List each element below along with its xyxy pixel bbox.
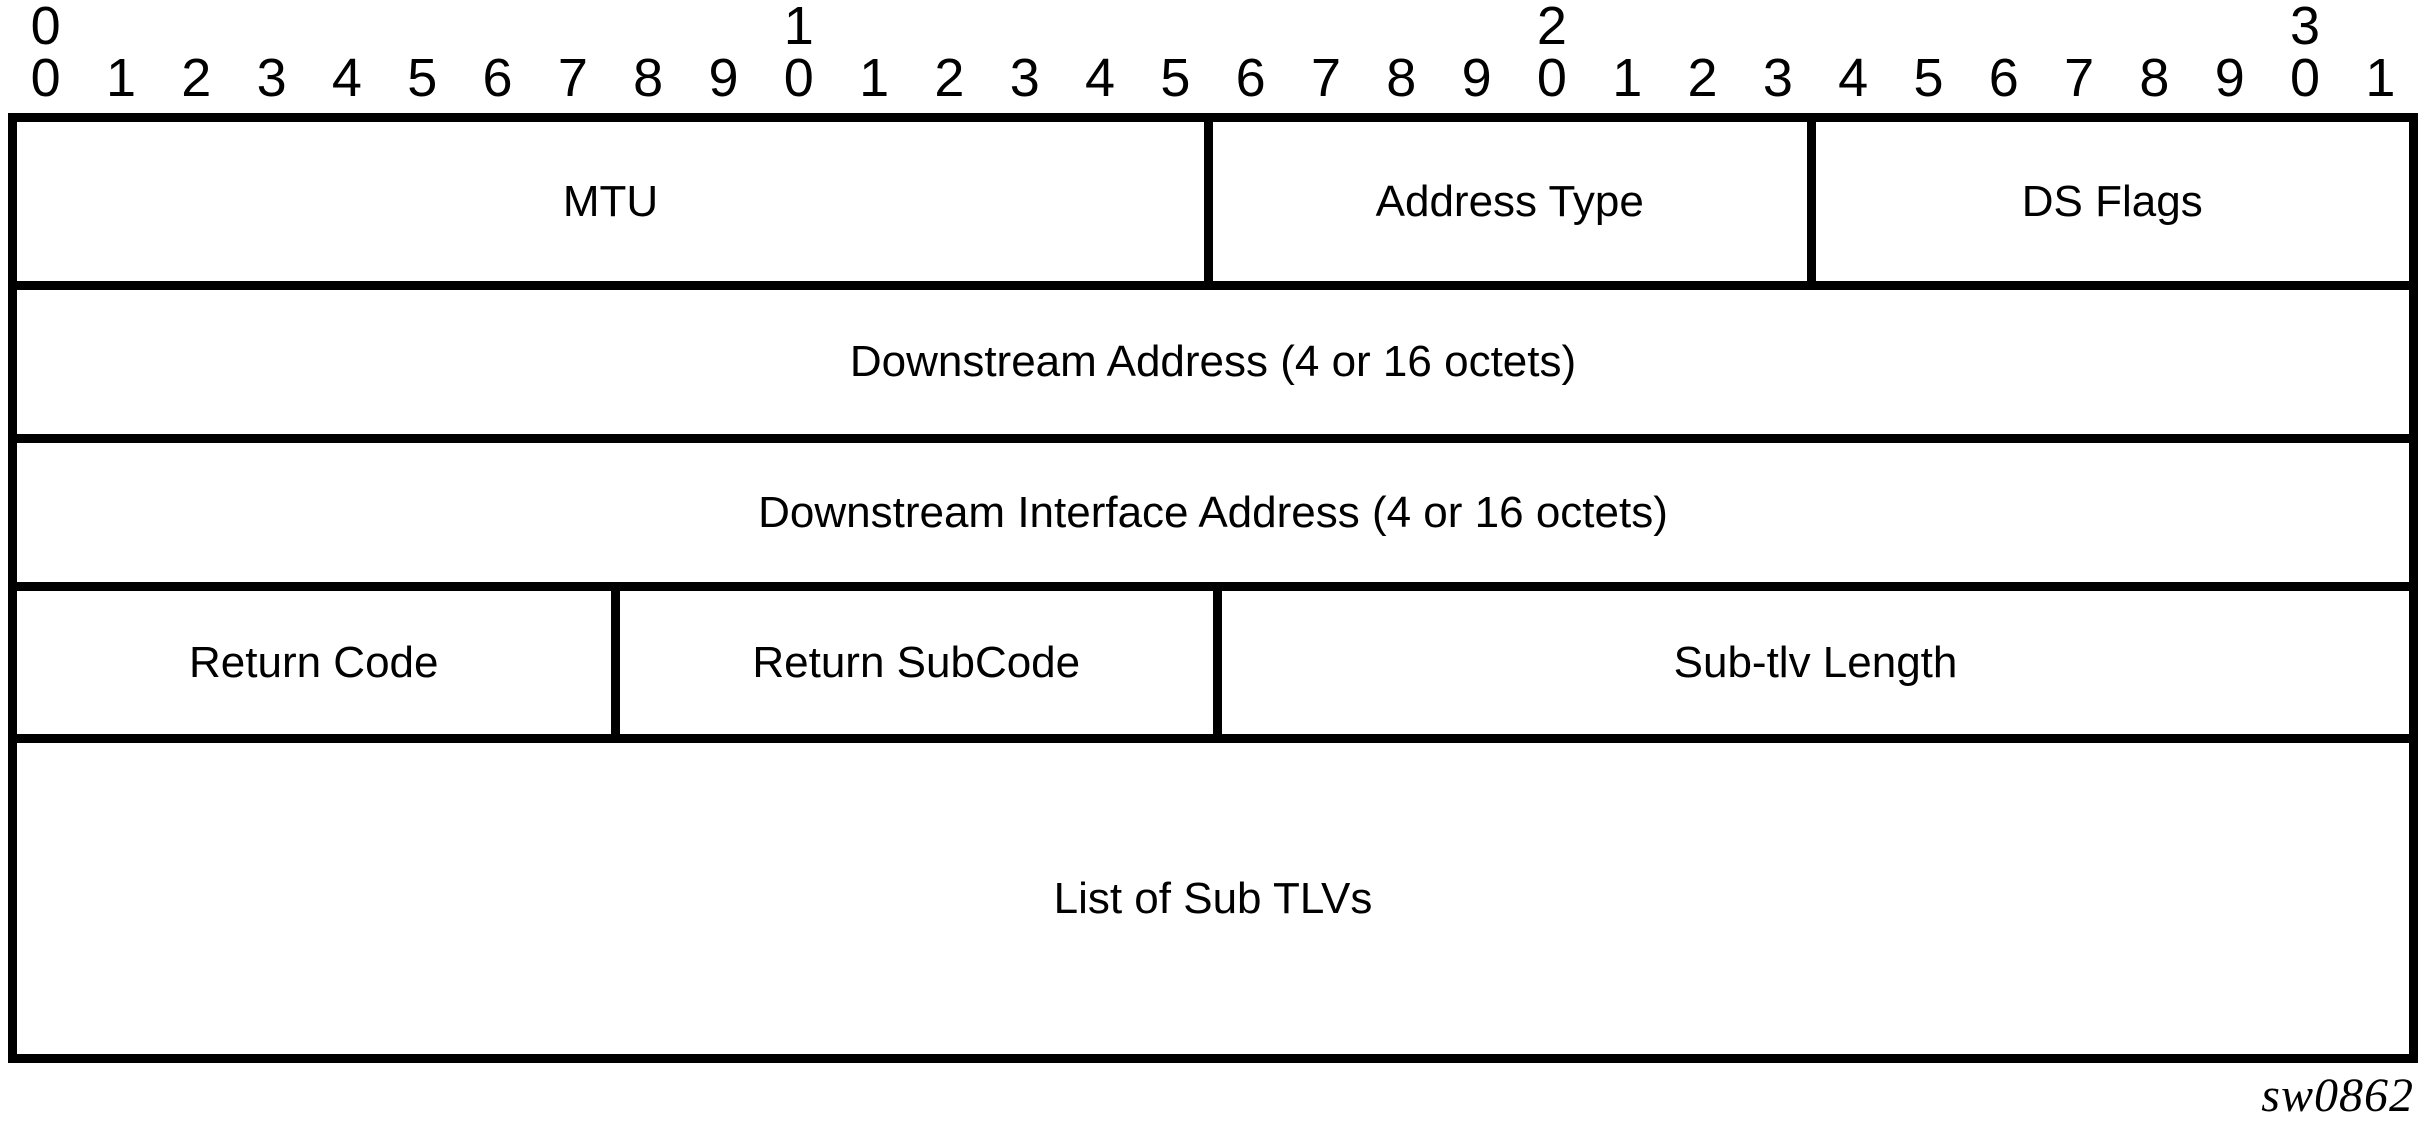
field-label: Sub-tlv Length (1673, 637, 1958, 687)
bit-ruler-unit-21: 1 (1612, 48, 1643, 108)
field-label: List of Sub TLVs (1053, 873, 1373, 923)
bit-ruler-unit-8: 8 (633, 48, 664, 108)
field-cell: Return SubCode (620, 591, 1222, 734)
figure-watermark: sw0862 (2261, 1069, 2414, 1122)
row-4: Return Code Return SubCode Sub-tlv Length (17, 591, 2409, 743)
bit-ruler-unit-23: 3 (1762, 48, 1793, 108)
bit-ruler-unit-22: 2 (1687, 48, 1718, 108)
bit-ruler-unit-3: 3 (256, 48, 287, 108)
row-3: Downstream Interface Address (4 or 16 oc… (17, 443, 2409, 591)
bit-ruler-unit-15: 5 (1160, 48, 1191, 108)
field-cell: DS Flags (1816, 122, 2410, 281)
field-cell: Return Code (17, 591, 620, 734)
field-cell: Downstream Address (4 or 16 octets) (17, 290, 2409, 434)
bit-ruler-unit-10: 0 (783, 48, 814, 108)
bit-ruler-decades-row: 0 1 2 3 (8, 0, 2418, 56)
bit-ruler-unit-2: 2 (181, 48, 212, 108)
bit-ruler-unit-20: 0 (1536, 48, 1567, 108)
bit-ruler-unit-5: 5 (407, 48, 438, 108)
bit-ruler-unit-9: 9 (708, 48, 739, 108)
bit-ruler-unit-17: 7 (1310, 48, 1341, 108)
bit-ruler-unit-1: 1 (105, 48, 136, 108)
field-label: Return Code (189, 637, 439, 687)
field-cell: MTU (17, 122, 1213, 281)
bit-ruler-decade-1: 1 (783, 0, 814, 56)
bit-ruler-unit-25: 5 (1913, 48, 1944, 108)
field-label: Downstream Interface Address (4 or 16 oc… (758, 487, 1668, 537)
field-cell: Sub-tlv Length (1222, 591, 2409, 734)
bit-ruler-unit-30: 0 (2290, 48, 2321, 108)
bit-ruler-unit-16: 6 (1235, 48, 1266, 108)
bit-ruler-unit-31: 1 (2365, 48, 2396, 108)
bit-ruler-unit-24: 4 (1838, 48, 1869, 108)
field-label: Downstream Address (4 or 16 octets) (849, 337, 1577, 386)
field-label: DS Flags (2021, 176, 2203, 226)
bit-ruler-unit-26: 6 (1988, 48, 2019, 108)
row-5: List of Sub TLVs (17, 743, 2409, 1054)
bit-ruler-unit-7: 7 (557, 48, 588, 108)
bit-ruler-unit-13: 3 (1009, 48, 1040, 108)
field-label: Return SubCode (752, 637, 1081, 687)
bit-ruler-unit-18: 8 (1386, 48, 1417, 108)
bit-ruler-decade-3: 3 (2290, 0, 2321, 56)
row-2: Downstream Address (4 or 16 octets) (17, 290, 2409, 443)
bit-ruler-unit-4: 4 (331, 48, 362, 108)
bit-ruler-decade-2: 2 (1536, 0, 1567, 56)
bit-ruler-unit-6: 6 (482, 48, 513, 108)
field-label: Address Type (1375, 176, 1644, 226)
bit-ruler-unit-0: 0 (30, 48, 61, 108)
row-1: MTU Address Type DS Flags (17, 122, 2409, 290)
bit-ruler-unit-19: 9 (1461, 48, 1492, 108)
bit-ruler-unit-28: 8 (2139, 48, 2170, 108)
field-cell: Downstream Interface Address (4 or 16 oc… (17, 443, 2409, 582)
bit-ruler-unit-11: 1 (859, 48, 890, 108)
field-cell: List of Sub TLVs (17, 743, 2409, 1054)
field-label: MTU (562, 176, 659, 226)
field-cell: Address Type (1213, 122, 1816, 281)
bit-ruler-unit-27: 7 (2064, 48, 2095, 108)
bit-ruler-unit-14: 4 (1085, 48, 1116, 108)
bit-ruler-unit-29: 9 (2214, 48, 2245, 108)
bit-ruler-unit-12: 2 (934, 48, 965, 108)
bit-ruler-decade-0: 0 (30, 0, 61, 56)
